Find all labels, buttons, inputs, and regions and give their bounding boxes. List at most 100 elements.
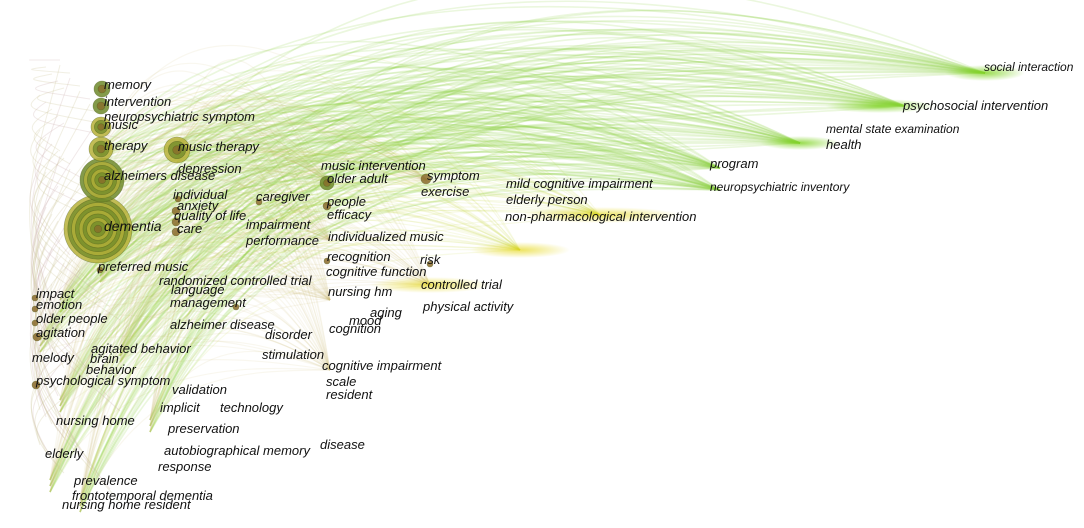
link-edge [97,110,601,230]
link-edge [176,122,331,184]
link-edge [29,64,61,306]
keyword-node [31,294,39,302]
link-edge [176,75,801,151]
keyword-label-older-people: older people [36,311,108,326]
link-edge [176,89,521,251]
link-edge [101,0,986,187]
link-edge [79,107,721,501]
link-edge [176,0,986,151]
link-edge [59,62,906,307]
link-edge [39,172,721,347]
link-edge [119,216,331,357]
link-edge [100,84,431,286]
link-edge [33,115,71,165]
link-edge [100,146,521,251]
keyword-label-symptom: symptom [427,168,480,183]
link-edge [176,99,331,371]
link-edge [35,103,91,327]
link-edge [100,103,331,301]
link-edge [59,112,801,307]
link-edge [149,32,986,427]
link-edge [101,189,331,371]
edge-layer [29,0,986,513]
link-edge [99,104,906,283]
link-edge [176,105,906,163]
keyword-label-music-intervention: music intervention [321,158,426,173]
link-edge [176,70,428,181]
link-edge [149,197,331,427]
link-edge [49,151,721,487]
link-edge [100,60,721,191]
link-edge [33,168,71,362]
link-edge [31,108,61,152]
link-edge [176,120,428,181]
link-edge [59,166,601,401]
link-edge [119,207,521,363]
keyword-label-preservation: preservation [168,421,240,436]
link-edge [176,91,801,163]
link-edge [119,150,721,357]
link-edge [149,223,431,421]
link-edge [39,230,521,353]
link-edge [99,110,721,271]
link-edge [176,138,331,184]
link-edge [59,140,721,413]
link-edge [59,275,431,413]
link-edge [59,185,721,307]
link-edge [79,161,428,507]
link-edge [39,216,521,341]
link-edge [101,115,428,193]
link-edge [37,192,111,308]
link-edge [59,126,721,401]
keyword-node [31,380,41,390]
keyword-node [174,195,182,203]
link-edge [149,126,721,421]
link-edge [97,240,521,251]
link-edge [59,182,521,407]
link-edge [100,5,986,150]
link-edge [149,105,906,433]
link-edge [101,100,601,216]
link-edge [119,184,331,363]
link-edge [35,185,101,295]
link-edge [59,192,331,401]
link-edge [39,88,906,353]
link-edge [100,133,431,286]
link-edge [101,93,906,193]
link-edge [97,211,431,286]
link-edge [97,160,601,236]
link-edge [176,116,721,169]
link-edge [101,86,721,181]
link-edge [39,234,331,371]
keyword-label-language: language [171,282,225,297]
keyword-label-implicit: implicit [160,400,200,415]
link-edge [101,89,431,286]
link-edge [36,290,111,490]
link-edge [97,163,721,236]
keyword-label-music-therapy: music therapy [178,139,259,154]
keyword-label-older-adult: older adult [327,171,388,186]
keyword-label-efficacy: efficacy [327,207,372,222]
keyword-label-agitation: agitation [36,325,86,340]
link-edge [100,67,906,162]
link-edge [49,143,721,481]
link-edge [100,117,801,162]
keyword-label-individual: individual [173,187,228,202]
link-edge [59,133,721,407]
keyword-node [97,123,105,131]
keyword-label-validation: validation [172,382,227,397]
link-edge [97,191,521,251]
link-edge [79,332,331,507]
link-edge [97,125,801,236]
link-edge [33,157,65,243]
keyword-label-depression: depression [178,161,242,176]
link-edge [49,9,986,481]
link-edge [59,143,721,301]
link-edge [119,144,721,351]
link-edge [119,106,801,351]
link-edge [176,156,331,241]
link-edge [59,15,986,307]
link-edge [149,140,428,421]
link-edge [30,129,91,191]
link-edge [97,98,428,236]
